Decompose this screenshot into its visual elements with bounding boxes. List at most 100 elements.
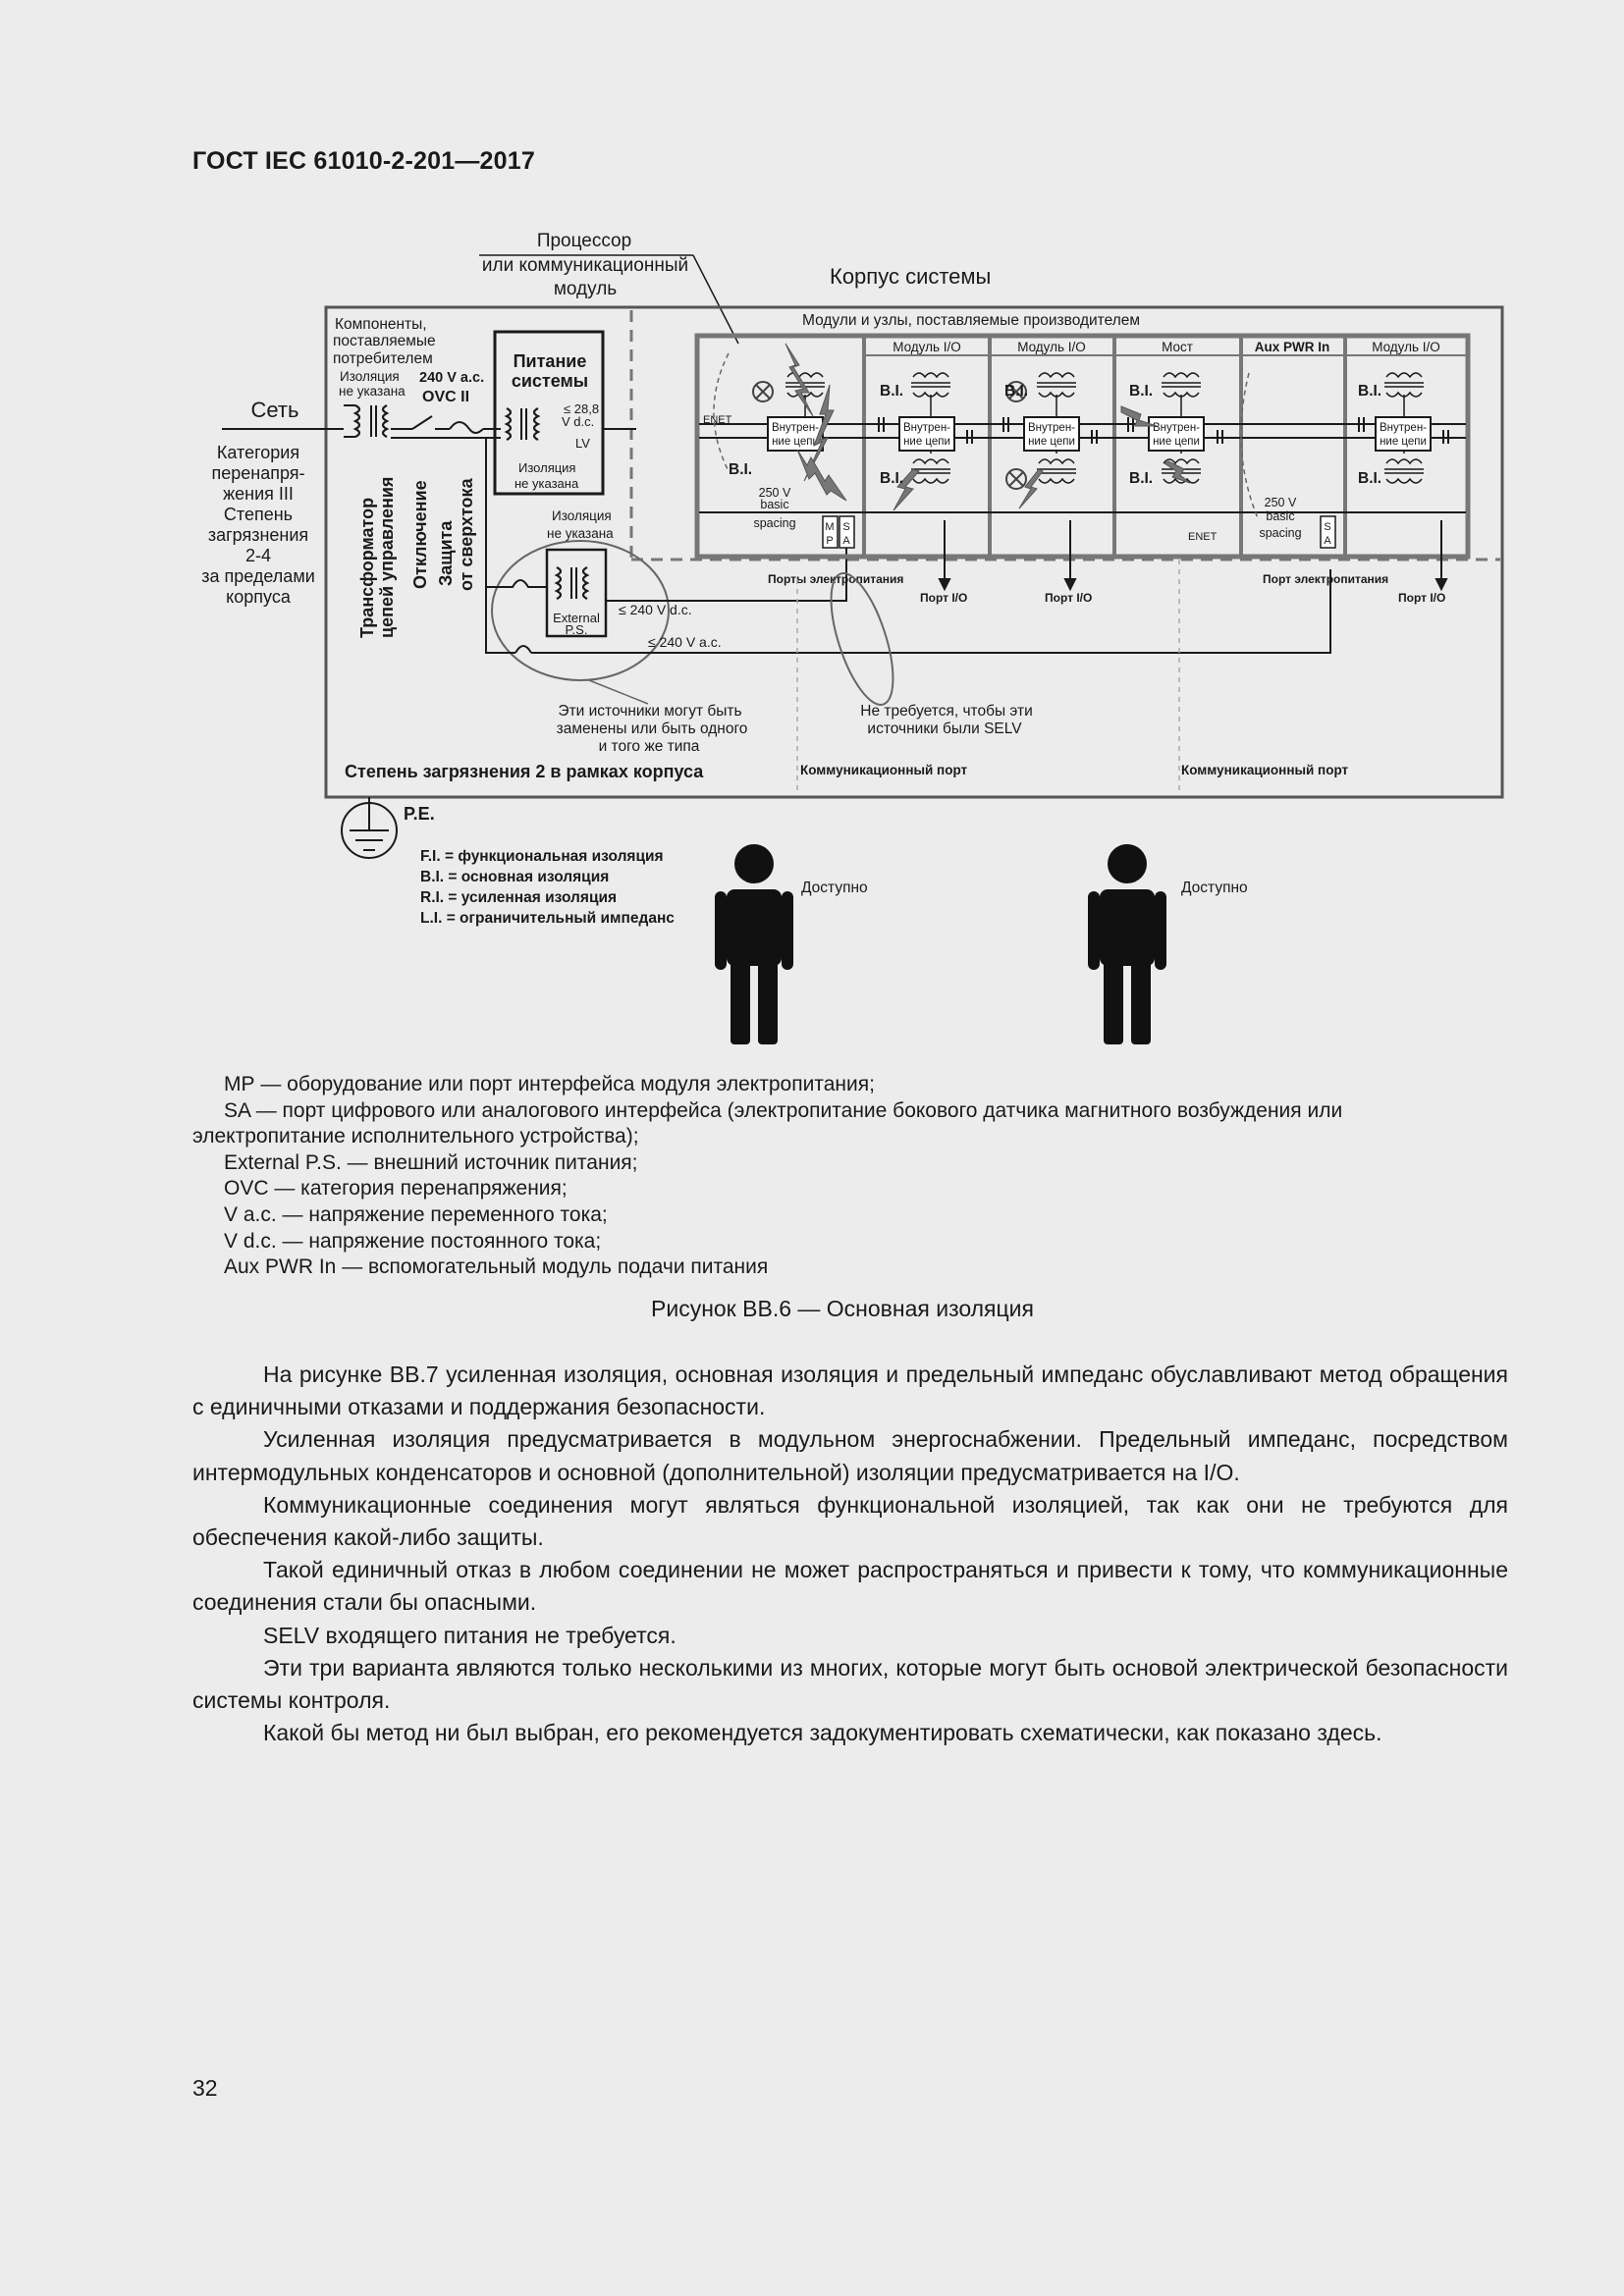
text-line: не указана bbox=[547, 526, 614, 541]
comm-port-label: Коммуникационный порт bbox=[1181, 763, 1349, 777]
document-header: ГОСТ IEC 61010-2-201—2017 bbox=[192, 147, 535, 175]
sa-label: A bbox=[842, 535, 850, 547]
module-dividers bbox=[862, 338, 1347, 555]
ovc-ii-label: OVC II bbox=[422, 389, 469, 405]
bi-label: B.I. bbox=[729, 461, 752, 478]
processor-label-2: или коммуникационный bbox=[482, 255, 688, 276]
category-line: за пределами bbox=[201, 566, 315, 586]
io-port-label: Порт I/O bbox=[920, 591, 967, 605]
external-ps-label: External bbox=[553, 611, 600, 625]
system-power-label: системы bbox=[512, 371, 588, 391]
text-line: источники были SELV bbox=[867, 721, 1022, 737]
module-header: Модуль I/O bbox=[1017, 340, 1086, 354]
spacing-label: 250 V bbox=[1265, 496, 1297, 509]
module-header: Модуль I/O bbox=[1372, 340, 1440, 354]
vertical-transformer-2: цепей управления bbox=[377, 477, 397, 638]
vertical-protection-1: Защита bbox=[436, 520, 456, 586]
legend-item: МР — оборудование или порт интерфейса мо… bbox=[224, 1073, 875, 1095]
module-header: Модуль I/O bbox=[893, 340, 961, 354]
replaceable-note: Эти источники могут быть заменены или бы… bbox=[557, 703, 748, 755]
person-icon bbox=[715, 844, 793, 1044]
spacing-label: 250 V bbox=[759, 486, 791, 500]
spacing-label: basic bbox=[760, 498, 788, 511]
selv-note-ellipse bbox=[830, 572, 894, 706]
category-line: 2-4 bbox=[245, 546, 271, 565]
comm-port-label: Коммуникационный порт bbox=[800, 763, 968, 777]
io-port-label: Порт I/O bbox=[1045, 591, 1092, 605]
bi-label: B.I. bbox=[1004, 383, 1028, 400]
enclosure-frame bbox=[324, 305, 1504, 799]
text-line: L.I. = ограничительный импеданс bbox=[420, 910, 675, 927]
fault-lightning-bolts bbox=[785, 343, 1191, 511]
disconnect-switch-and-fuse bbox=[391, 415, 501, 439]
text-line: потребителем bbox=[333, 350, 433, 367]
v28-label: ≤ 28,8 bbox=[564, 401, 599, 416]
internal-circuit-label: Внутрен- bbox=[1153, 422, 1200, 434]
category-block: Категория перенапря- жения III Степень з… bbox=[201, 443, 315, 607]
internal-circuit-label: ние цепи bbox=[903, 436, 950, 448]
sa-label: S bbox=[842, 521, 849, 533]
processor-label-1: Процессор bbox=[537, 231, 631, 251]
bi-label: B.I. bbox=[880, 383, 903, 400]
internal-circuit-label: ние цепи bbox=[1153, 436, 1200, 448]
bi-label: B.I. bbox=[1358, 383, 1381, 400]
external-ps-label: P.S. bbox=[566, 622, 588, 637]
category-line: жения III bbox=[223, 484, 294, 504]
processor-label-3: модуль bbox=[554, 279, 617, 299]
vertical-labels: Трансформатор цепей управления Отключени… bbox=[357, 477, 476, 638]
external-ps-box bbox=[545, 548, 608, 638]
v240-ac-label: 240 V a.c. bbox=[419, 370, 484, 386]
bi-label: B.I. bbox=[1358, 470, 1381, 487]
selv-note: Не требуется, чтобы эти источники были S… bbox=[860, 703, 1032, 737]
internal-circuit-label: Внутрен- bbox=[1380, 422, 1427, 434]
text-line: Компоненты, bbox=[335, 316, 427, 333]
power-port-label: Порт электропитания bbox=[1263, 572, 1388, 586]
intermodule-capacitors bbox=[878, 417, 1449, 444]
manufacturer-modules-label: Модули и узлы, поставляемые производител… bbox=[802, 312, 1140, 329]
vertical-disconnect: Отключение bbox=[410, 480, 430, 589]
accessible-label: Доступно bbox=[801, 880, 868, 896]
protective-earth-icon bbox=[341, 797, 398, 859]
legend-item: OVC — категория перенапряжения; bbox=[224, 1177, 568, 1201]
v240-ac-label-2: ≤ 240 V a.c. bbox=[648, 634, 722, 650]
text-line: Не требуется, чтобы эти bbox=[860, 703, 1032, 720]
replaceable-sources-ellipse bbox=[491, 540, 670, 681]
spacing-label: basic bbox=[1266, 509, 1294, 523]
control-transformer-symbol bbox=[344, 403, 389, 439]
paragraph: SELV входящего питания не требуется. bbox=[263, 1622, 677, 1648]
paragraph: Эти три варианта являются только несколь… bbox=[192, 1654, 1508, 1714]
internal-circuit-label: Внутрен- bbox=[1028, 422, 1075, 434]
internal-circuit-label: Внутрен- bbox=[772, 422, 819, 434]
legend-item: Aux PWR In — вспомогательный модуль пода… bbox=[224, 1255, 769, 1279]
v240-dc-label: ≤ 240 V d.c. bbox=[619, 602, 692, 617]
mp-sa-connectors bbox=[822, 515, 1336, 549]
paragraph: Какой бы метод ни был выбран, его рекоме… bbox=[263, 1720, 1382, 1746]
system-power-box bbox=[493, 330, 605, 496]
text-line: F.I. = функциональная изоляция bbox=[420, 848, 664, 865]
paragraph: Такой единичный отказ в любом соединении… bbox=[192, 1557, 1508, 1616]
legend-item: электропитание исполнительного устройств… bbox=[192, 1125, 639, 1148]
text-line: B.I. = основная изоляция bbox=[420, 869, 609, 885]
category-line: корпуса bbox=[226, 587, 292, 607]
module-header: Мост bbox=[1162, 340, 1193, 354]
figure-caption: Рисунок ВВ.6 — Основная изоляция bbox=[651, 1296, 1034, 1321]
figure-legend: МР — оборудование или порт интерфейса мо… bbox=[192, 1072, 1342, 1281]
text-line: не указана bbox=[514, 476, 579, 491]
internal-circuit-label: ние цепи bbox=[1028, 436, 1075, 448]
insulation-unspecified-2: Изоляция не указана bbox=[514, 460, 579, 491]
internal-circuit-boxes bbox=[767, 416, 1432, 452]
insulation-unspecified-1: Изоляция не указана bbox=[339, 369, 406, 399]
sa-label: A bbox=[1324, 535, 1331, 547]
vdc-label: V d.c. bbox=[562, 414, 594, 429]
text-line: R.I. = усиленная изоляция bbox=[420, 889, 617, 906]
body-text: На рисунке ВВ.7 усиленная изоляция, осно… bbox=[192, 1359, 1508, 1749]
crossed-indicator-icon bbox=[752, 381, 1027, 490]
bi-label: B.I. bbox=[1129, 383, 1153, 400]
io-port-label: Порт I/O bbox=[1398, 591, 1445, 605]
accessible-label: Доступно bbox=[1181, 880, 1248, 896]
paragraph: Коммуникационные соединения могут являть… bbox=[192, 1491, 1508, 1551]
lv-label: LV bbox=[575, 436, 590, 451]
legend-item: V d.c. — напряжение постоянного тока; bbox=[224, 1229, 602, 1253]
pe-label: P.E. bbox=[404, 804, 435, 824]
legend-item: V a.c. — напряжение переменного тока; bbox=[224, 1202, 608, 1226]
